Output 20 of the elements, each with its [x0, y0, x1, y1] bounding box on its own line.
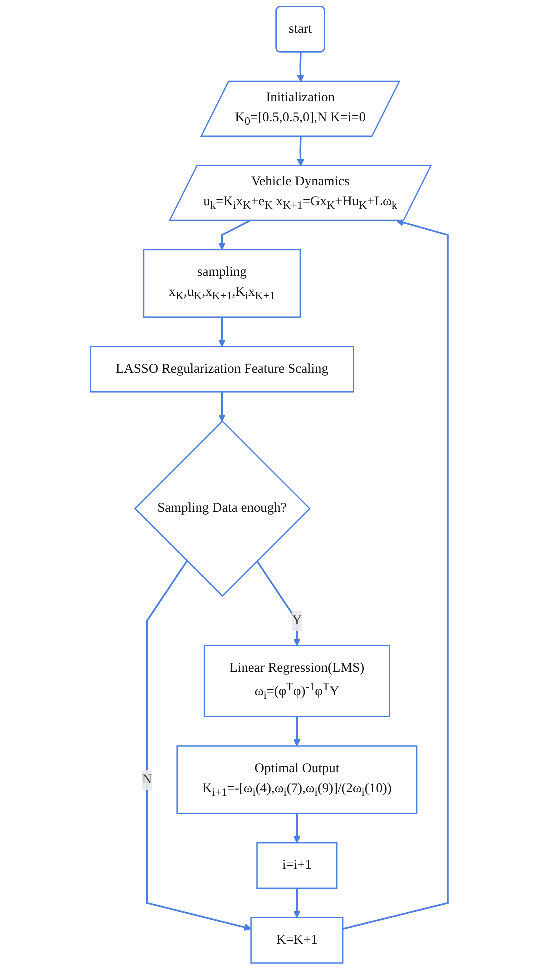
node-diamond: Sampling Data enough? [134, 420, 311, 598]
arrow [297, 136, 305, 166]
arrow [218, 392, 226, 422]
arrow [218, 317, 226, 348]
node-box: Linear Regression(LMS) ω$_{i}$=(φ$^{T}$φ)$^{-1}$φ$^{T}$Y [204, 645, 391, 718]
arrow [342, 219, 449, 930]
node-box: i=i+1 [256, 842, 338, 890]
arrow [294, 888, 301, 918]
arrow [297, 52, 305, 82]
node-box: sampling x$_{K}$,u$_{K}$,x$_{K+1}$,K$_{i}$x$_{K+1}$ [143, 249, 302, 318]
arrow [218, 220, 250, 250]
arrow [294, 814, 301, 844]
arrow [294, 716, 301, 747]
edge-label: Y [292, 613, 302, 628]
arrow [256, 560, 301, 646]
node-box: Optimal Output K$_{i+1}$=-[ω$_{i}$(4),ω$_{i}$(7),ω$_{i}$(9)]/(2ω$_{i}$(10)) [176, 746, 418, 814]
node-box: K=K+1 [250, 917, 344, 964]
arrow [146, 560, 252, 932]
node-box: LASSO Regularization Feature Scaling [90, 346, 354, 393]
edge-label: N [142, 772, 152, 787]
